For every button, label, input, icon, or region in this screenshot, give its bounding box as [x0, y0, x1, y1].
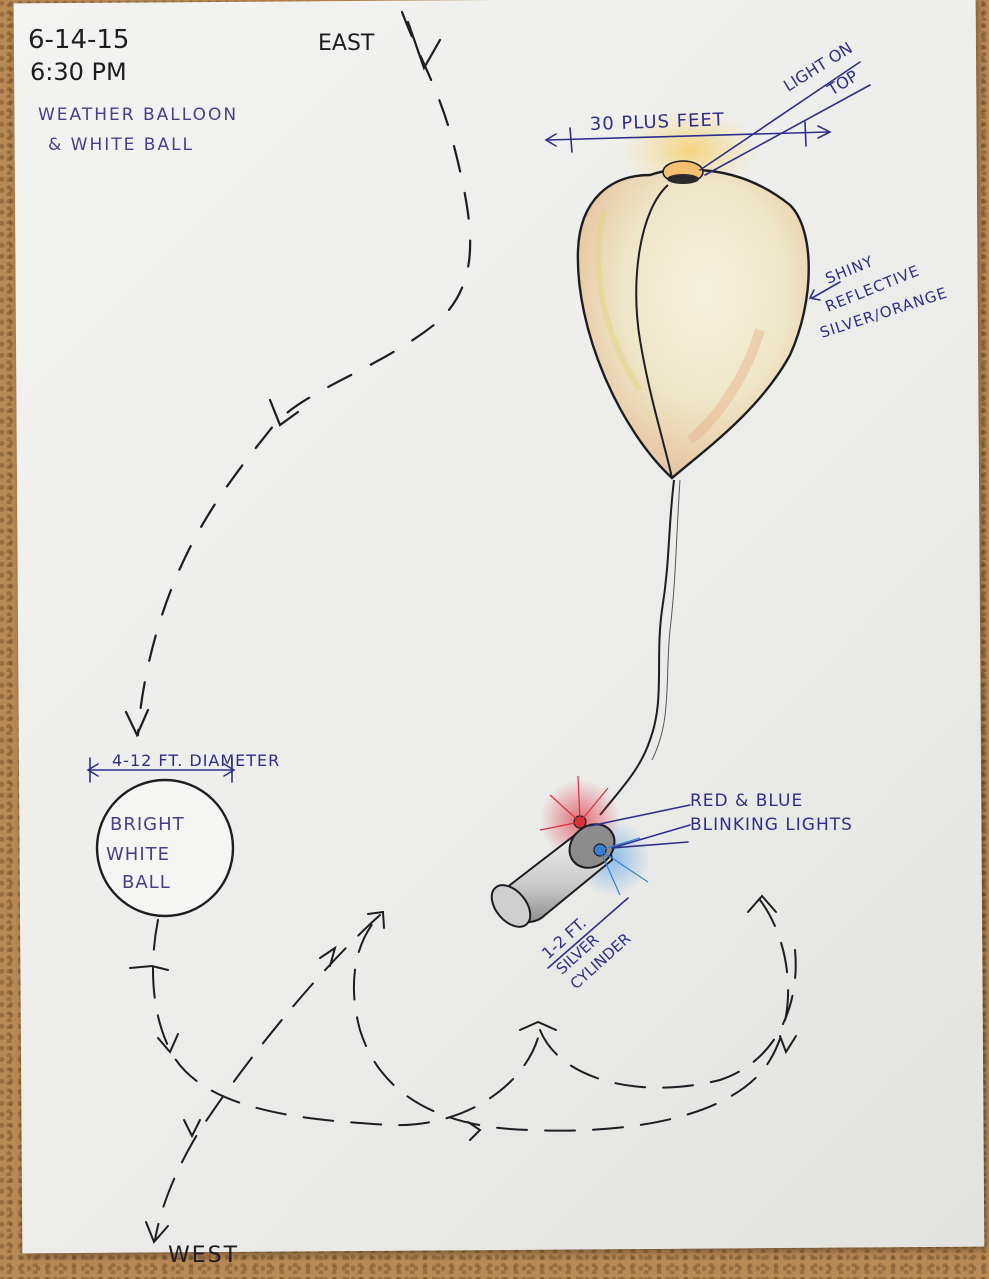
- east-label: EAST: [318, 31, 375, 56]
- title-line-1: WEATHER BALLOON: [38, 105, 238, 125]
- title-line-2: & WHITE BALL: [48, 135, 194, 155]
- flight-path: [124, 10, 472, 738]
- lights-label-line1: RED & BLUE: [690, 791, 803, 811]
- balloon-width-label: 30 PLUS FEET: [589, 109, 725, 135]
- weather-balloon: [576, 108, 810, 816]
- lower-flight-path: [129, 894, 797, 1244]
- ball-label-line3: BALL: [122, 872, 171, 893]
- west-label: WEST: [168, 1243, 239, 1268]
- ball-label-line2: WHITE: [106, 844, 170, 865]
- date-label: 6-14-15: [28, 25, 129, 55]
- time-label: 6:30 PM: [30, 58, 127, 86]
- silver-cylinder: [490, 775, 650, 928]
- annotation-lines: [86, 61, 871, 969]
- ball-diameter-label: 4-12 FT. DIAMETER: [112, 751, 280, 770]
- white-ball: [95, 778, 235, 918]
- ball-label-line1: BRIGHT: [110, 814, 185, 835]
- lights-label-line2: BLINKING LIGHTS: [690, 815, 853, 835]
- light-label-line2: TOP: [823, 66, 861, 100]
- top-light-glow: [620, 108, 760, 192]
